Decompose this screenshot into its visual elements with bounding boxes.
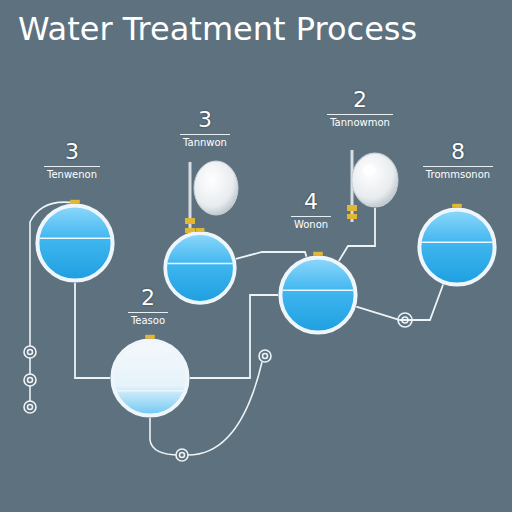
valve-ring (24, 401, 36, 413)
shape-outline (417, 207, 497, 287)
valve-ring (24, 374, 36, 386)
valve-ring (28, 350, 33, 355)
pipe-connector (236, 252, 307, 259)
node-label: 4Wonon (291, 190, 331, 231)
shape-outline (35, 203, 115, 283)
water-line (115, 390, 185, 392)
valve-ring (28, 378, 33, 383)
valve-ring (24, 313, 412, 461)
callout-number: 3 (180, 108, 230, 132)
node-label: 8Trommsonon (423, 140, 493, 181)
water-tank: 3Tannwon (163, 231, 237, 305)
pole (189, 162, 192, 236)
valve-ring (180, 453, 185, 458)
tank-cap (145, 335, 155, 339)
tank-cap (313, 252, 323, 256)
dispenser-dome: 2Tannowmon (351, 152, 399, 208)
tank-body (280, 257, 355, 332)
tank-cap (196, 228, 205, 232)
highlight (363, 164, 376, 175)
valve-ring (263, 354, 268, 359)
callout-number: 4 (291, 190, 331, 214)
step-label: Tannwon (180, 134, 230, 149)
pipe (30, 202, 262, 455)
valve-ring (28, 405, 33, 410)
tank-cap (452, 204, 462, 208)
tank-body (419, 209, 494, 284)
step-label: Tannowmon (327, 114, 393, 129)
shape-outline (163, 231, 237, 305)
tank-cap (70, 200, 80, 204)
pipe-connector (190, 295, 278, 378)
dome (194, 161, 238, 215)
water-tank: 4Wonon (278, 255, 358, 335)
tank-body (112, 340, 187, 415)
water-tank: 3Tenwenon (35, 203, 115, 283)
pipe-connector (75, 283, 110, 378)
callout-number: 8 (423, 140, 493, 164)
tank-body (165, 233, 235, 303)
water-tank: 2Teasoo (110, 338, 190, 418)
title: Water Treatment Process (18, 10, 417, 48)
dispenser (185, 161, 238, 236)
shape-outline (351, 152, 399, 208)
water-line (422, 241, 492, 243)
step-label: Trommsonon (423, 166, 493, 181)
node-label: 3Tannwon (180, 108, 230, 149)
pipe-connector (356, 285, 443, 320)
callout-number: 2 (327, 88, 393, 112)
shape-outline (278, 255, 358, 335)
fitting (347, 214, 357, 219)
valve-ring (176, 449, 188, 461)
node-label: 3Tenwenon (44, 140, 100, 181)
water-line (167, 263, 232, 264)
callout-number: 3 (44, 140, 100, 164)
valve-ring (259, 350, 271, 362)
node-label: 2Tannowmon (327, 88, 393, 129)
tank-body (37, 205, 112, 280)
water-line (40, 237, 110, 239)
callout-number: 2 (128, 286, 168, 310)
water-line (283, 289, 353, 291)
valve-ring (24, 346, 36, 358)
step-label: Wonon (291, 216, 331, 231)
step-label: Tenwenon (44, 166, 100, 181)
step-label: Teasoo (128, 312, 168, 327)
water-tank: 8Trommsonon (417, 207, 497, 287)
fitting (185, 218, 195, 224)
fitting (347, 205, 357, 211)
pipe-connector (339, 208, 375, 261)
dome (352, 153, 398, 207)
shape-outline (110, 338, 190, 418)
node-label: 2Teasoo (128, 286, 168, 327)
